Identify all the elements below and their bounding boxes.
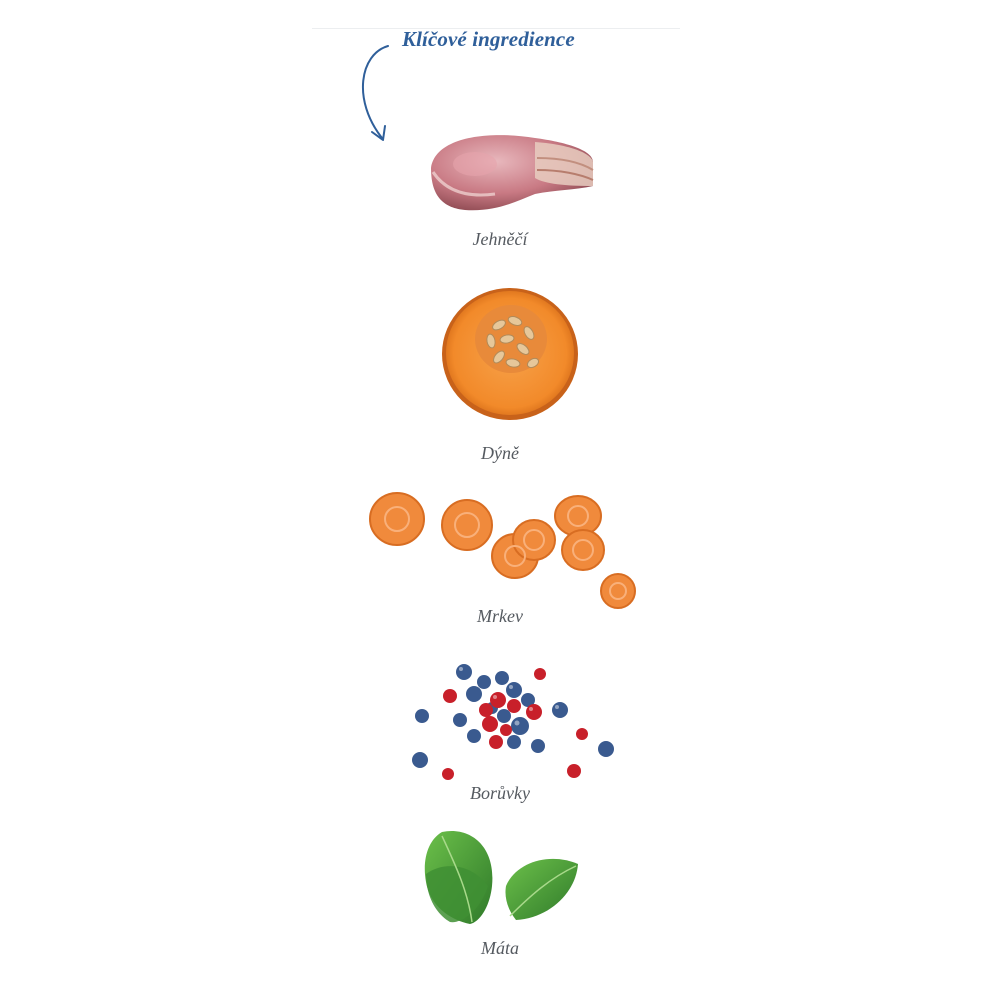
- ingredient-label-mint: Máta: [481, 938, 519, 958]
- mint-leaves-icon: [424, 830, 578, 924]
- curved-arrow-icon: [361, 45, 389, 141]
- carrot-slices-icon: [369, 492, 636, 609]
- pumpkin-slice-icon: [442, 288, 578, 420]
- ingredient-label-lamb: Jehněčí: [472, 229, 528, 249]
- ingredient-label-carrot: Mrkev: [477, 606, 523, 626]
- berries-icon: [412, 664, 614, 780]
- ingredient-label-pumpkin: Dýně: [481, 443, 519, 463]
- lamb-chop-icon: [431, 135, 594, 211]
- ingredient-label-blueberries: Borůvky: [470, 783, 530, 803]
- top-divider: [312, 28, 680, 29]
- section-title: Klíčové ingredience: [402, 27, 575, 51]
